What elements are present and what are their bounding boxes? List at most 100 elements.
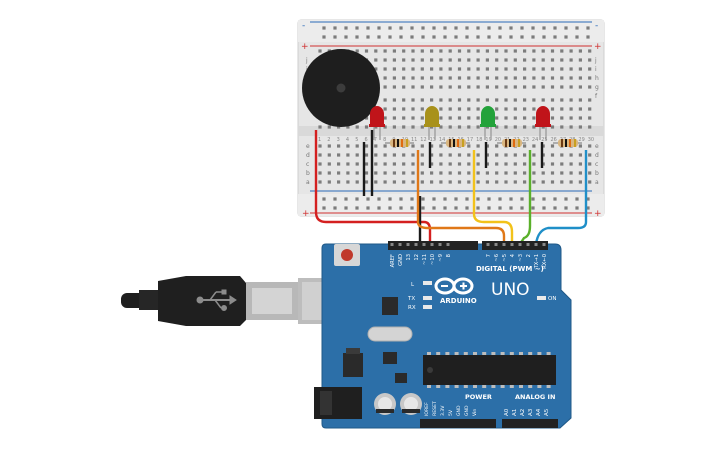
resistors [385, 139, 582, 147]
power-pin-label: 3.3V [440, 405, 446, 416]
pin-label: ~6 [494, 254, 500, 262]
rail-minus-left: - [302, 21, 305, 31]
rail-plus-bottom-right: + [594, 209, 602, 219]
row-letter: c [595, 161, 598, 168]
column-number: 30 [588, 137, 594, 143]
column-number: 19 [485, 137, 491, 143]
capacitor-2 [400, 393, 422, 415]
pin-label: ~3 [518, 254, 524, 262]
pin-label: 4 [510, 253, 516, 257]
wire-yellow[interactable] [472, 150, 514, 244]
row-letter: b [595, 170, 599, 177]
row-letter: j [594, 57, 597, 64]
piezo-buzzer[interactable] [302, 49, 380, 127]
resistor-4[interactable] [553, 139, 582, 147]
row-letter: j [305, 57, 308, 64]
resistor-1[interactable] [385, 139, 414, 147]
column-number: 13 [430, 137, 436, 143]
analog-pin-label: A5 [544, 408, 550, 416]
crystal-oscillator [367, 326, 413, 342]
column-number: 7 [374, 137, 377, 143]
pin-label: ~11 [422, 254, 428, 265]
row-letter: a [595, 179, 599, 186]
arduino-brand: ARDUINO [440, 297, 477, 305]
column-number: 24 [532, 137, 538, 143]
led-1[interactable] [369, 106, 385, 140]
reset-button[interactable] [334, 244, 360, 266]
led-2[interactable] [424, 106, 440, 140]
small-chip [383, 352, 397, 364]
wire-orange[interactable] [416, 150, 506, 244]
pin-label: ~9 [438, 254, 444, 262]
capacitor-1 [374, 393, 396, 415]
resistor-2[interactable] [441, 139, 470, 147]
led-on-label: ON [548, 296, 556, 302]
column-number: 6 [365, 137, 368, 143]
pin-label: 13 [406, 254, 412, 261]
column-number: 18 [476, 137, 482, 143]
power-label: POWER [465, 393, 492, 401]
pin-label: GND [398, 254, 404, 266]
top-headers [388, 241, 548, 250]
column-number: 8 [383, 137, 386, 143]
bottom-headers [420, 419, 558, 428]
rail-minus-right: - [595, 21, 598, 31]
status-leds: L TX RX ON [407, 281, 556, 311]
led-4[interactable] [535, 106, 551, 140]
usb-icon [196, 289, 237, 311]
row-letter: h [595, 75, 599, 82]
usb-cable[interactable] [121, 276, 356, 326]
row-letter: g [595, 84, 599, 91]
analog-pin-label: A4 [536, 408, 542, 416]
row-letter: i [595, 66, 597, 73]
row-letter: e [306, 143, 310, 150]
row-letter: d [595, 152, 599, 159]
power-pin-label: GND [456, 405, 462, 416]
resistor-3[interactable] [497, 139, 526, 147]
wire-red[interactable] [314, 130, 432, 244]
column-number: 1 [318, 137, 321, 143]
column-number: 3 [337, 137, 340, 143]
power-pin-label: RESET [432, 401, 438, 416]
column-number: 5 [355, 137, 358, 143]
black-jumpers [362, 130, 544, 196]
arduino-model: UNO [491, 280, 530, 300]
column-number: 29 [578, 137, 584, 143]
pin-label: 8 [446, 254, 452, 257]
rail-plus-bottom-left: + [302, 209, 310, 219]
power-pin-label: GND [464, 405, 470, 416]
row-letter: c [306, 161, 309, 168]
wire-green[interactable] [519, 150, 532, 245]
digital-label: DIGITAL (PWM ~) [476, 265, 544, 273]
pin-label: RX←0 [542, 254, 548, 269]
analog-pin-label: A0 [504, 408, 510, 416]
wire-blue[interactable] [534, 150, 588, 245]
pin-label: ~10 [430, 254, 436, 265]
column-number: 26 [551, 137, 557, 143]
analog-pin-label: A2 [520, 409, 526, 416]
analog-pin-label: A1 [512, 409, 518, 416]
led-3[interactable] [480, 106, 496, 140]
leds [369, 106, 551, 140]
barrel-jack[interactable] [314, 387, 362, 419]
column-number: 25 [541, 137, 547, 143]
rail-plus-left: + [301, 42, 309, 52]
led-l-label: L [411, 282, 415, 288]
analog-label: ANALOG IN [515, 393, 555, 401]
pin-label: 2 [526, 254, 532, 257]
column-number: 11 [411, 137, 417, 143]
column-number: 4 [346, 137, 349, 143]
rail-plus-right: + [594, 42, 602, 52]
row-letter: f [595, 93, 598, 100]
row-letter: a [306, 179, 310, 186]
power-pin-label: 5V [448, 409, 454, 416]
pin-label: AREF [390, 254, 396, 267]
wires [314, 130, 588, 245]
pin-label: 7 [486, 254, 492, 257]
voltage-regulator [343, 348, 363, 377]
led-tx-label: TX [407, 296, 415, 302]
arduino-logo [434, 277, 474, 295]
usb-controller-chip [382, 297, 398, 315]
